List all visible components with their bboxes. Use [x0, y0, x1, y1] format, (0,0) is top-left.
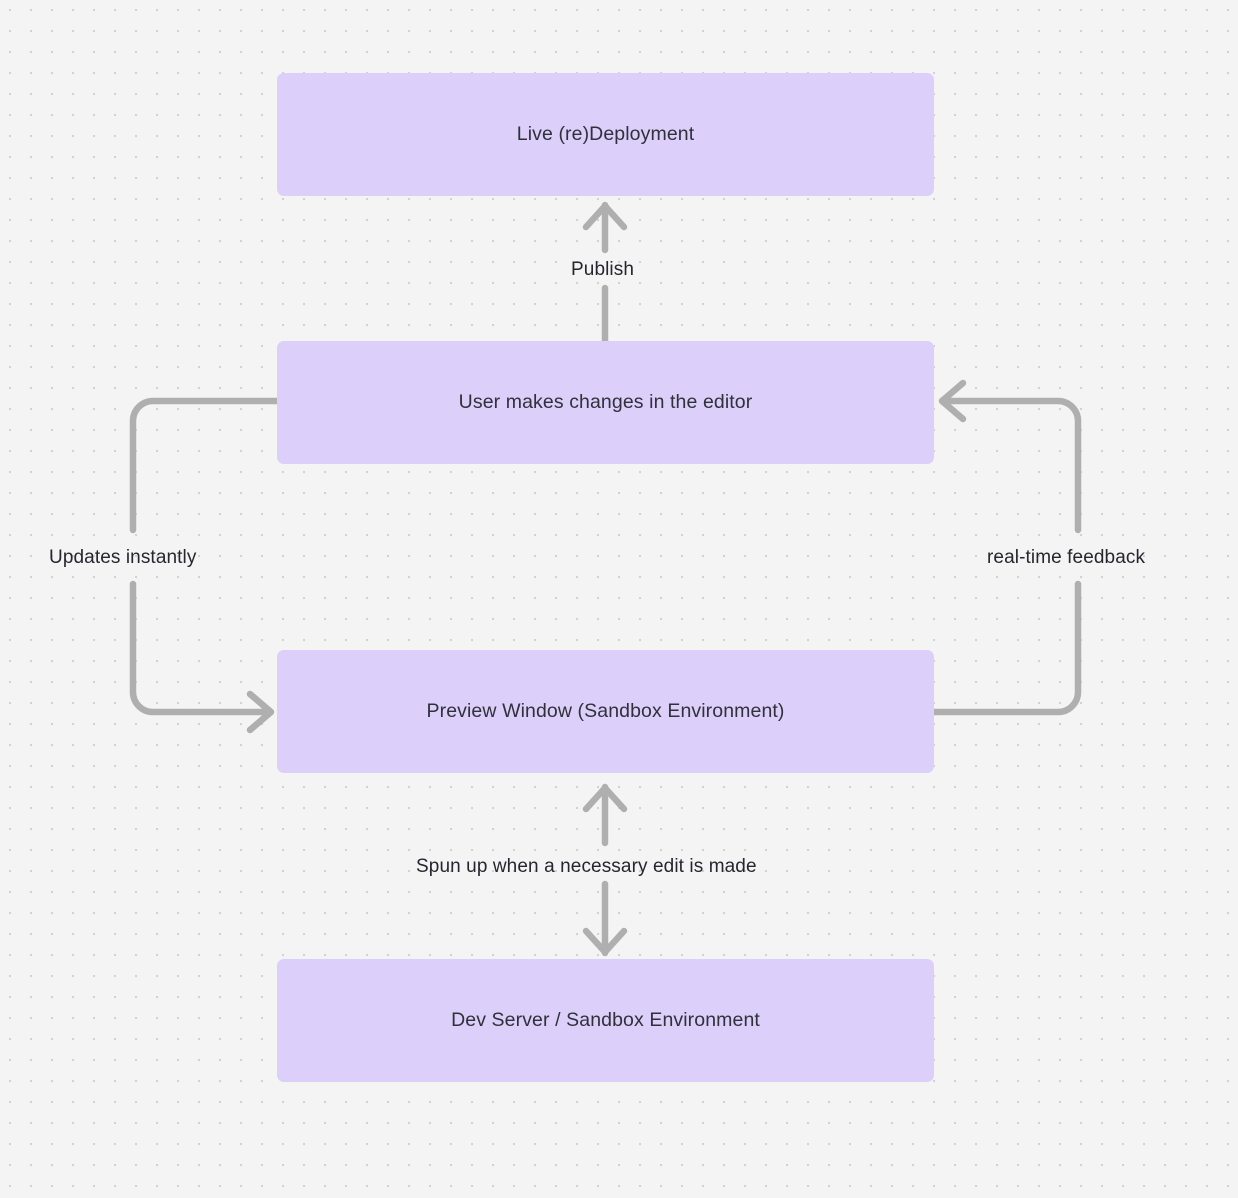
node-user-makes-changes-label: User makes changes in the editor	[458, 390, 753, 413]
node-live-deployment[interactable]: Live (re)Deployment	[277, 73, 934, 196]
node-dev-server[interactable]: Dev Server / Sandbox Environment	[277, 959, 934, 1082]
node-preview-window-label: Preview Window (Sandbox Environment)	[426, 699, 785, 722]
node-user-makes-changes[interactable]: User makes changes in the editor	[277, 341, 934, 464]
edge-label-real-time-feedback: real-time feedback	[987, 547, 1146, 568]
node-dev-server-label: Dev Server / Sandbox Environment	[451, 1008, 760, 1031]
node-preview-window[interactable]: Preview Window (Sandbox Environment)	[277, 650, 934, 773]
edge-label-spun-up: Spun up when a necessary edit is made	[416, 856, 757, 877]
edge-label-updates-instantly: Updates instantly	[49, 547, 197, 568]
edge-label-publish: Publish	[571, 259, 635, 280]
node-live-deployment-label: Live (re)Deployment	[516, 122, 695, 145]
